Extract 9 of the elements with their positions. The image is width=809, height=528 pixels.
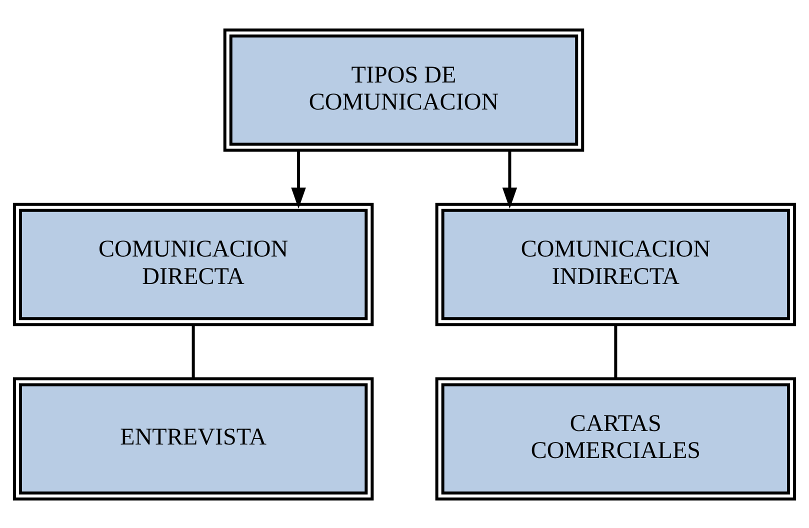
arrow (502, 150, 518, 208)
node-box: COMUNICACION INDIRECTA (435, 202, 796, 326)
arrow (291, 150, 306, 208)
node-box: TIPOS DE COMUNICACION (223, 28, 584, 152)
node-box: ENTREVISTA (12, 376, 374, 500)
connector (614, 324, 618, 378)
node-box: COMUNICACION DIRECTA (12, 202, 374, 326)
node-box: CARTAS COMERCIALES (435, 376, 796, 500)
connector (192, 324, 195, 378)
